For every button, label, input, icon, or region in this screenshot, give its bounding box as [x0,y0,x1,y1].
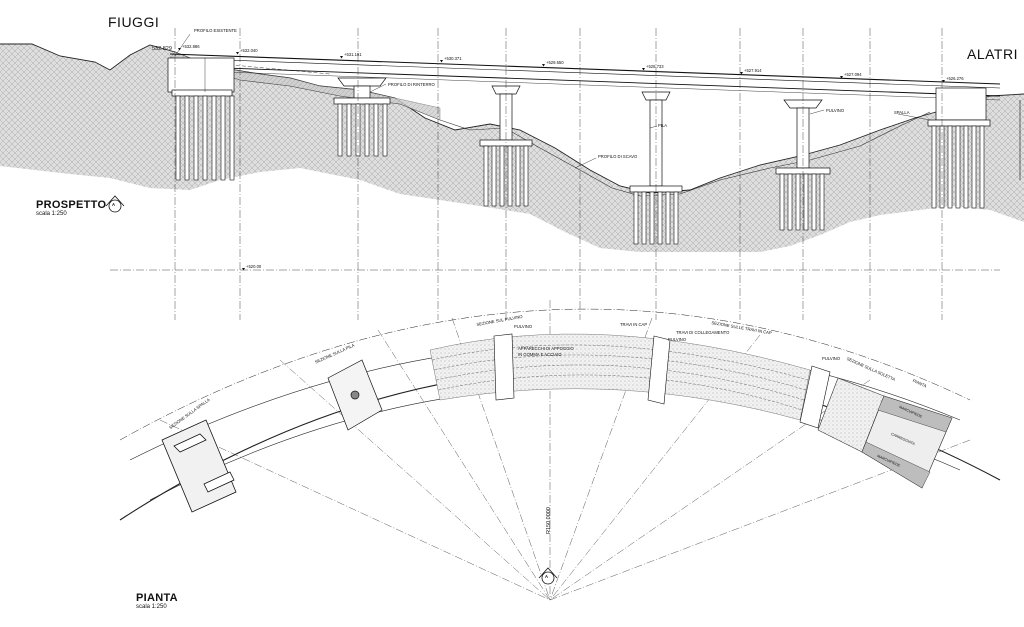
pile [649,191,655,245]
pile [787,173,793,231]
pier-section-plate [327,359,383,431]
pile [947,125,953,209]
level-2: +532.040 [240,48,258,53]
pile [229,95,235,181]
deck [169,53,1001,101]
pile [202,95,208,181]
pile [220,95,226,181]
pile [499,145,505,207]
sidewalk-band-bottom [861,441,931,489]
label-abutment: SPALLA [894,110,910,115]
pile [673,191,679,245]
level-3: +531.191 [344,52,362,57]
pile [803,173,809,231]
pile [955,125,961,209]
abutment-left [167,57,235,97]
pile [641,191,647,245]
elevation-axes [174,28,943,320]
pile [211,95,217,181]
pile [483,145,489,207]
piles-pier-4 [779,173,825,231]
pile [346,103,352,157]
level-datum: +520.00 [246,264,262,269]
pile [364,103,370,157]
label-pier-cap: PULVINO [826,108,845,113]
label-bearings-2: IN GOMMA E ACCIAIO [518,352,562,357]
sidewalk-band-top [877,395,953,433]
pile [523,145,529,207]
level-9: +526.276 [946,76,964,81]
label-pier: PILA [658,123,668,128]
view-marker-elevation [105,195,125,213]
label-fill-profile: PROFILO DI RINTERRO [388,82,435,87]
level-7: +527.914 [744,68,762,73]
piles-pier-3 [633,191,679,245]
pile [665,191,671,245]
pile [657,191,663,245]
pile [337,103,343,157]
piles-pier-2 [483,145,529,207]
pile [507,145,513,207]
pier-1 [333,77,391,105]
beam-band [429,333,811,421]
pile [971,125,977,209]
pile [633,191,639,245]
label-cap-3: PULVINO [822,356,841,361]
level-8: +527.094 [844,72,862,77]
label-cap: PULVINO [514,324,533,329]
pile [515,145,521,207]
beam-lines [431,344,809,411]
endpoint-left-label: FIUGGI [108,14,160,30]
label-bearings-1: APPARECCHI DI APPOGGIO [518,346,574,351]
plan-marker-letter: A [545,574,549,579]
cap-plate-3 [799,365,831,429]
level-6: +528.733 [646,64,664,69]
label-excavation-profile: PROFILO DI SCAVO [598,154,638,159]
piles-right [931,125,985,209]
pile [963,125,969,209]
pile [184,95,190,181]
level-5: +529.550 [546,60,564,65]
pile [979,125,985,209]
piles-left [175,95,235,181]
level-1: +532.886 [182,44,200,49]
label-link-beam: TRAVI DI COLLEGAMENTO [676,330,730,335]
pile [491,145,497,207]
level-4: +530.371 [444,56,462,61]
pile [779,173,785,231]
pile [382,103,388,157]
pile [795,173,801,231]
elevation-title: PROSPETTO [36,199,107,211]
abutment-section-plate [161,419,237,513]
pile [175,95,181,181]
label-existing-profile: PROFILO ESISTENTE [194,28,237,33]
elevation-marker-letter: A [112,202,116,207]
label-precast-beams: TRAVI IN CAP [620,322,648,327]
label-radius: R150,0000 [546,507,552,534]
plan-scale: scala 1:250 [136,604,167,610]
abutment-right [927,87,991,127]
pile [373,103,379,157]
view-marker-plan [538,567,558,585]
pile [811,173,817,231]
cap-plate-2 [647,335,671,405]
elevation-scale: scala 1:250 [36,211,67,217]
pile [931,125,937,209]
plan-title: PIANTA [136,592,178,604]
endpoint-right-label: ALATRI [967,46,1018,62]
label-cap-2: PULVINO [668,337,687,342]
pile [193,95,199,181]
existing-profile-line [0,43,1024,194]
pile [819,173,825,231]
cap-plate-1 [493,333,515,401]
leader-lines [174,33,931,169]
level-start: 532.829 [152,46,172,52]
